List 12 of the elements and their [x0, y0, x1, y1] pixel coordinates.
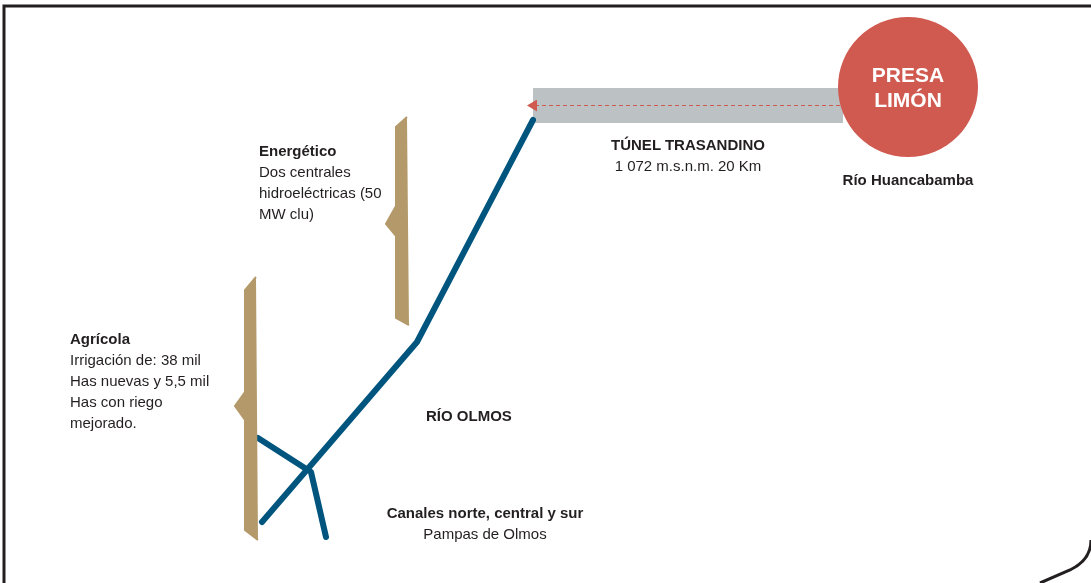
- description: Dos centrales hidroeléctricas (50 MW clu): [259, 162, 383, 224]
- arrow: [527, 99, 841, 112]
- river-name: Río Huancabamba: [841, 171, 975, 188]
- tunnel-name: TÚNEL TRASANDINO: [610, 136, 766, 153]
- heading: Agrícola: [70, 329, 131, 349]
- place-label: Canales norte, central y sur: [385, 503, 585, 523]
- river-label: RÍO OLMOS: [426, 406, 513, 426]
- description: Irrigación de: 38 mil Has nuevas y 5,5 mil Has con riego mejorado.: [70, 350, 210, 433]
- dam-name: PRESA LIMÓN: [870, 62, 946, 112]
- heading: Energético: [259, 141, 338, 161]
- place-label: Pampas de Olmos: [422, 524, 548, 544]
- tunnel-details: 1 072 m.s.n.m. 20 Km: [613, 157, 763, 174]
